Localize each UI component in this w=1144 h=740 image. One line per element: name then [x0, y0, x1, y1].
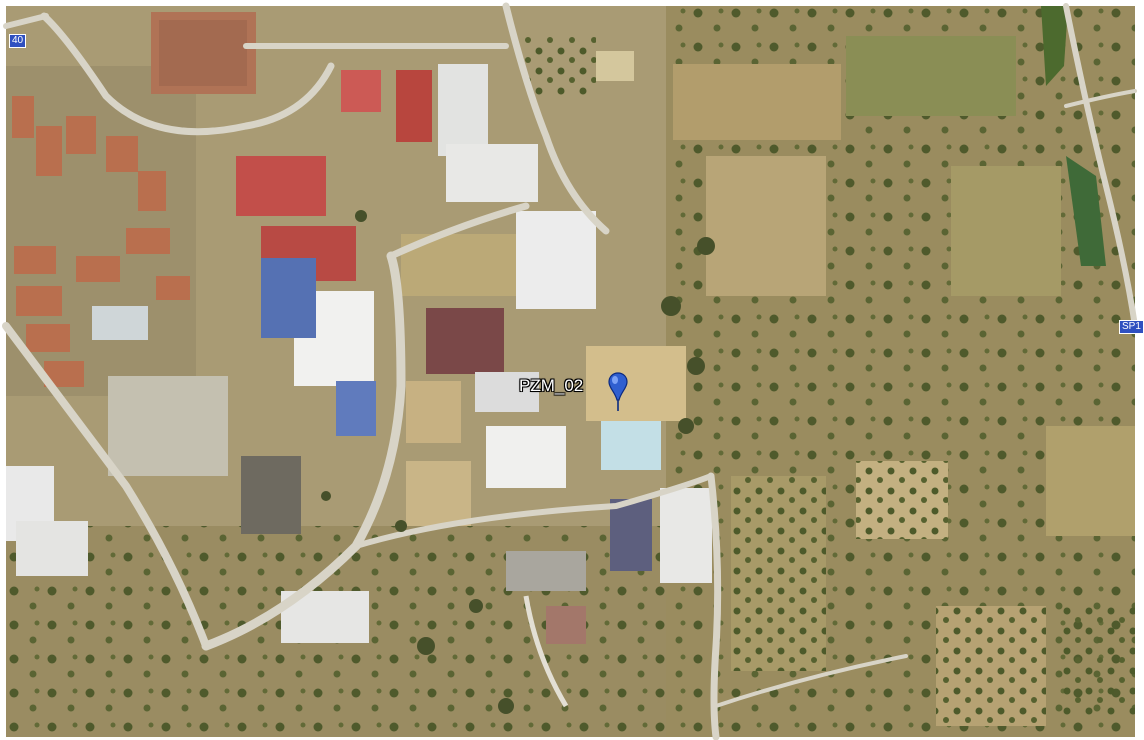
road-label-sp1: SP1: [1119, 320, 1144, 334]
placemark-pin[interactable]: [608, 372, 628, 412]
map-pin-icon: [608, 372, 628, 411]
road-label-40: 40: [9, 34, 27, 48]
